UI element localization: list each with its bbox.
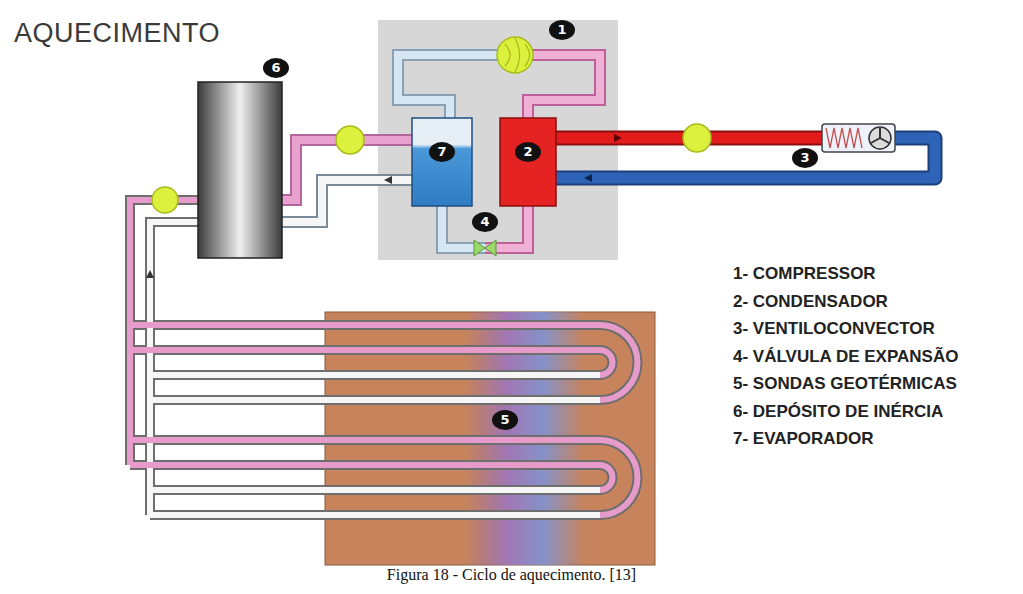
- legend-text: 5- SONDAS GEOTÉRMICAS: [733, 374, 957, 394]
- expansion-valve: [474, 240, 496, 256]
- legend-text: 6- DEPÓSITO DE INÉRCIA: [733, 402, 943, 422]
- return-fluid: [150, 487, 600, 493]
- supply-fluid: [130, 350, 613, 375]
- evaporator: [412, 118, 472, 206]
- supply-fluid: [130, 440, 638, 515]
- pipe-outline: [398, 55, 515, 118]
- flow-arrow: [614, 134, 622, 142]
- return-fluid: [150, 512, 600, 518]
- loop-pipe: [130, 465, 613, 490]
- condenser: [500, 118, 556, 206]
- loop-pipe: [130, 440, 638, 515]
- return-fluid: [150, 372, 600, 378]
- inertia-tank: [198, 82, 282, 258]
- callout-number: 7: [429, 142, 455, 162]
- refrigerant-low: [398, 55, 515, 118]
- pump-symbol: [683, 124, 711, 152]
- fan-coil: [822, 124, 895, 152]
- callout-number: 1: [549, 20, 575, 40]
- compressor-symbol: [497, 37, 533, 73]
- figure-caption: Figura 18 - Ciclo de aquecimento. [13]: [0, 566, 1023, 584]
- supply-fluid: [130, 200, 198, 465]
- callout-number: 4: [472, 212, 498, 232]
- flow-arrow: [384, 176, 392, 184]
- pump: [152, 37, 711, 213]
- supply-fluid: [130, 325, 638, 400]
- diagram-title: AQUECIMENTO: [14, 18, 220, 49]
- fan-blades: [871, 128, 889, 143]
- pump-symbol: [336, 126, 364, 154]
- pump-symbol: [152, 187, 178, 213]
- legend-text: 4- VÁLVULA DE EXPANSÃO: [733, 347, 958, 367]
- pipe-outline: [282, 180, 412, 222]
- return-fluid: [282, 180, 412, 222]
- flow-arrow: [584, 174, 592, 182]
- supply-fluid: [130, 465, 613, 490]
- legend-text: 3- VENTILOCONVECTOR: [733, 319, 935, 339]
- callout-number: 2: [515, 142, 541, 162]
- return-pipe: [150, 222, 198, 515]
- flow-arrow: [146, 270, 154, 278]
- loop-pipe: [130, 350, 613, 375]
- legend-text: 1- COMPRESSOR: [733, 264, 876, 284]
- return-fluid: [150, 222, 198, 515]
- legend-text: 7- EVAPORADOR: [733, 429, 873, 449]
- loop-pipe: [130, 325, 638, 400]
- fan: [869, 127, 891, 149]
- callout-number: 3: [792, 148, 818, 168]
- fan-coil-body: [822, 124, 895, 152]
- callout-number: 6: [263, 58, 289, 78]
- supply-pipe: [130, 200, 198, 465]
- compressor-lines: [505, 38, 530, 72]
- callout-number: 5: [492, 410, 518, 430]
- legend-text: 2- CONDENSADOR: [733, 292, 888, 312]
- return-fluid: [150, 397, 600, 403]
- coil: [826, 128, 862, 148]
- return-fluid: [150, 222, 600, 515]
